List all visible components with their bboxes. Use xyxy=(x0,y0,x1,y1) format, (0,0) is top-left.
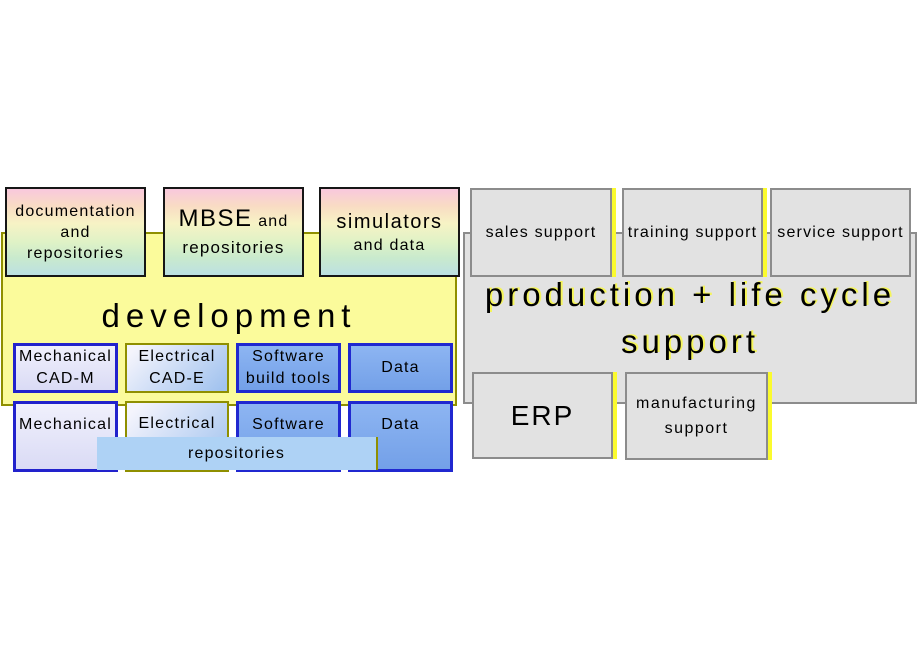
service-support-box: service support xyxy=(770,188,911,277)
domain-label: Mechanical xyxy=(19,416,112,433)
tool-box-data: Data xyxy=(348,343,453,393)
repositories-bar: repositories xyxy=(97,437,378,470)
documentation-repositories-label-line3: repositories xyxy=(26,244,125,262)
service-support-label: service support xyxy=(777,224,904,241)
mbse-label-and: and xyxy=(258,213,289,230)
erp-label: ERP xyxy=(510,399,575,431)
simulators-label-line1: simulators xyxy=(336,210,443,233)
tool-box-electrical-cad: Electrical CAD-E xyxy=(125,343,229,393)
tool-label-line1: Software xyxy=(252,348,325,365)
manufacturing-support-box: manufacturing support xyxy=(625,372,768,460)
tool-label-line2: build tools xyxy=(245,370,332,387)
domain-box-mechanical: Mechanical xyxy=(13,401,118,472)
tool-label-line1: Electrical xyxy=(138,348,216,365)
tool-box-mechanical-cad: Mechanical CAD-M xyxy=(13,343,118,393)
documentation-repositories-box: documentation and repositories xyxy=(5,187,146,277)
domain-label: Software xyxy=(252,416,325,433)
simulators-data-box: simulators and data xyxy=(319,187,460,277)
sales-support-box: sales support xyxy=(470,188,612,277)
tool-label-line2: CAD-E xyxy=(149,370,205,387)
domain-label: Data xyxy=(381,416,420,433)
production-title-line1: production + life cycle xyxy=(484,276,896,313)
tool-label-line2: CAD-M xyxy=(36,370,95,387)
tool-label-line1: Mechanical xyxy=(19,348,112,365)
documentation-repositories-label-line1: documentation xyxy=(15,202,136,220)
training-support-box: training support xyxy=(622,188,763,277)
manufacturing-support-label-line2: support xyxy=(664,420,729,437)
erp-box: ERP xyxy=(472,372,613,459)
domain-label: Electrical xyxy=(138,415,216,432)
tool-label-line1: Data xyxy=(381,359,420,376)
mbse-repositories-box: MBSE and repositories xyxy=(163,187,304,277)
mbse-label-big: MBSE xyxy=(178,205,253,232)
development-title: development xyxy=(101,297,357,334)
repositories-bar-label: repositories xyxy=(187,444,286,462)
documentation-repositories-label-line2: and xyxy=(60,223,91,241)
manufacturing-support-label-line1: manufacturing xyxy=(636,395,757,412)
production-title-line2: support xyxy=(620,323,760,360)
production-title: production + life cycle support xyxy=(463,271,917,365)
sales-support-label: sales support xyxy=(485,224,597,241)
simulators-label-line2: and data xyxy=(353,236,426,254)
mbse-label-line2: repositories xyxy=(182,238,285,257)
training-support-label: training support xyxy=(627,224,758,241)
tool-box-software-build: Software build tools xyxy=(236,343,341,393)
